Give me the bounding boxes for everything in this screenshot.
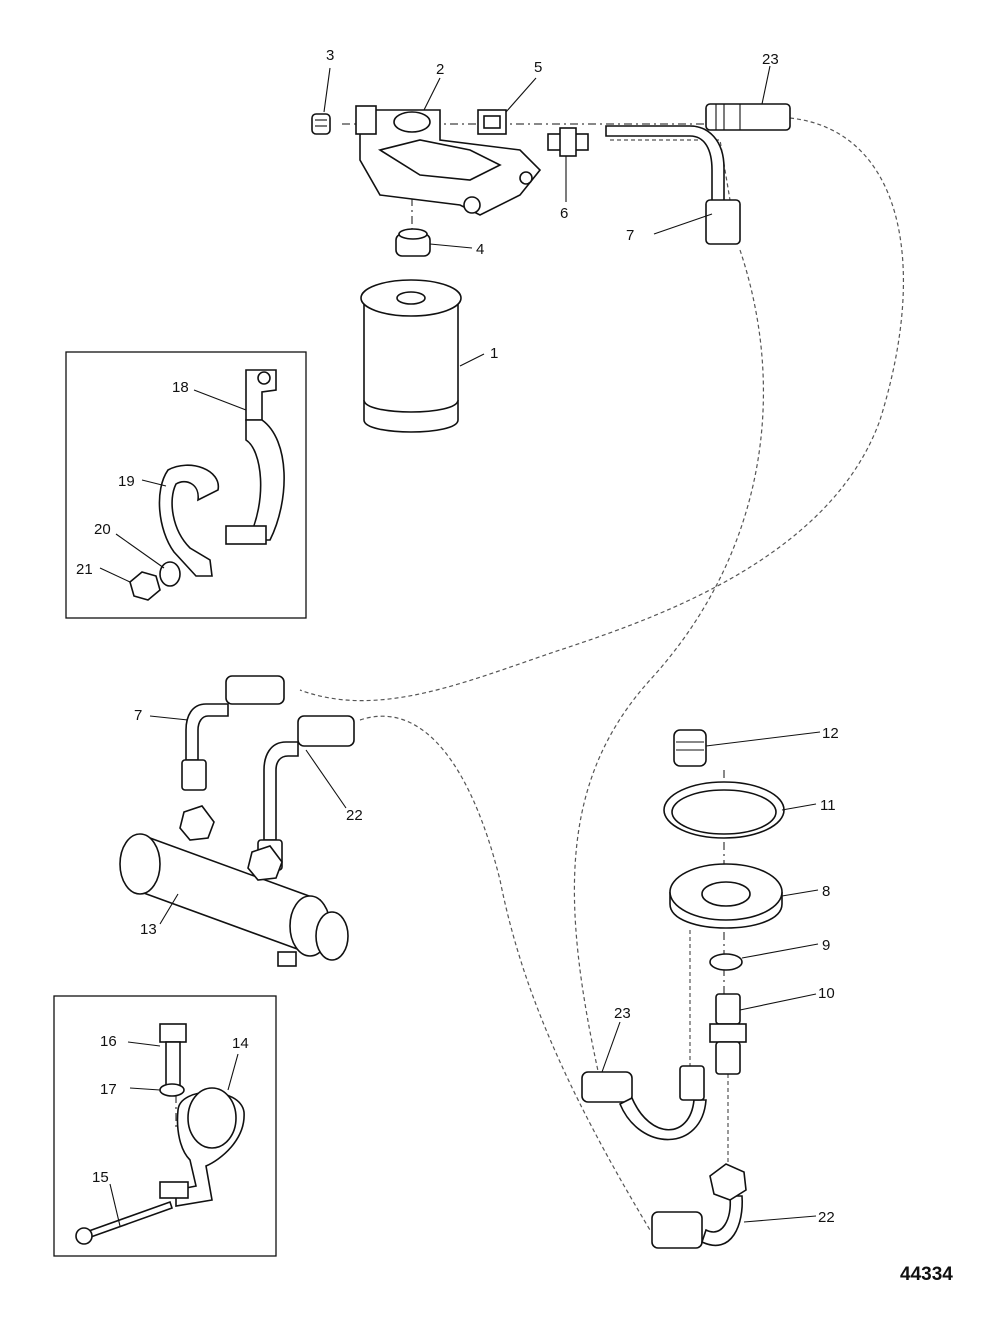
- hex-nut: [129, 571, 161, 601]
- threaded-nipple: [395, 228, 431, 257]
- mounting-bracket: [225, 369, 285, 545]
- callout-leaders: [99, 65, 821, 1227]
- callout-18: 18: [172, 379, 189, 396]
- callout-10: 10: [818, 985, 835, 1002]
- tee-fitting: [547, 127, 589, 157]
- callout-2: 2: [436, 61, 444, 78]
- adapter-fitting-12: [673, 729, 707, 767]
- callout-7-upper: 7: [626, 227, 634, 244]
- water-hose-23-lower: [581, 1065, 707, 1141]
- clamp-strap: [158, 464, 219, 577]
- callout-23-upper: 23: [762, 51, 779, 68]
- pipe-clamp-14: [159, 1087, 245, 1207]
- elbow-fitting-10: [709, 993, 747, 1075]
- callout-23-lower: 23: [614, 1005, 631, 1022]
- lock-washer-17: [159, 1083, 185, 1097]
- callout-12: 12: [822, 725, 839, 742]
- filter-adapter-head: [355, 105, 542, 216]
- callout-21: 21: [76, 561, 93, 578]
- water-tube-22-upper: [257, 715, 355, 871]
- hose-lines: [299, 117, 904, 1231]
- callout-3: 3: [326, 47, 334, 64]
- heat-exchanger-cooler: [119, 805, 349, 967]
- callout-7-lower: 7: [134, 707, 142, 724]
- callout-22-lower: 22: [818, 1209, 835, 1226]
- fuel-filter-canister: [360, 279, 462, 433]
- inset-frame-clamp: [53, 995, 277, 1257]
- filter-housing-base: [669, 863, 783, 929]
- callout-4: 4: [476, 241, 484, 258]
- straight-fitting: [477, 109, 507, 135]
- callout-17: 17: [100, 1081, 117, 1098]
- callout-9: 9: [822, 937, 830, 954]
- callout-22-upper: 22: [346, 807, 363, 824]
- callout-19: 19: [118, 473, 135, 490]
- callout-16: 16: [100, 1033, 117, 1050]
- assembly-axes: [175, 123, 730, 1130]
- callout-labels: 1 2 3 4 5 6 7 7 8 9 10 11 12 13 14 15 16…: [76, 47, 839, 1226]
- figure-number: 44334: [900, 1264, 953, 1285]
- callout-1: 1: [490, 345, 498, 362]
- callout-20: 20: [94, 521, 111, 538]
- flat-washer: [159, 561, 181, 587]
- callout-14: 14: [232, 1035, 249, 1052]
- seal-ring-11: [663, 781, 785, 839]
- fuel-tube-lower: [181, 675, 285, 791]
- fuel-tube-upper: [605, 125, 741, 245]
- hex-bolt-16: [159, 1023, 187, 1087]
- callout-6: 6: [560, 205, 568, 222]
- long-bolt-15: [75, 1200, 174, 1245]
- water-hose-22-lower: [651, 1163, 747, 1249]
- callout-11: 11: [820, 797, 836, 814]
- inset-frame-bracket: [65, 351, 307, 619]
- callout-8: 8: [822, 883, 830, 900]
- callout-13: 13: [140, 921, 157, 938]
- hose-connector-top: [705, 103, 791, 131]
- plug-fitting: [311, 113, 331, 135]
- o-ring-9: [709, 953, 743, 971]
- callout-15: 15: [92, 1169, 109, 1186]
- callout-5: 5: [534, 59, 542, 76]
